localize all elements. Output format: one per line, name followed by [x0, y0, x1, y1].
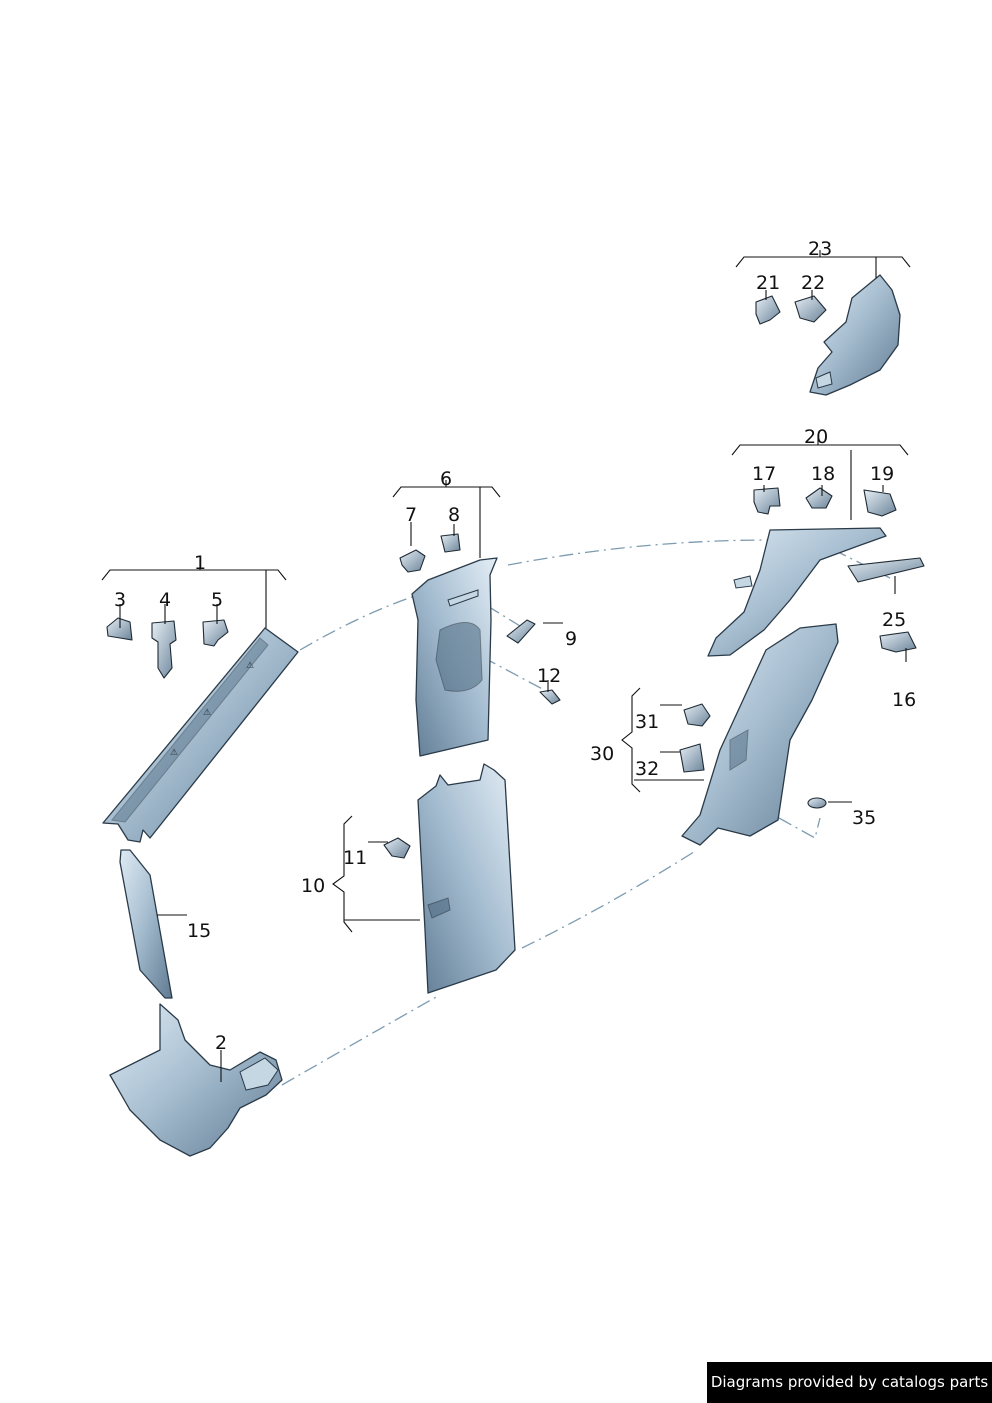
clip-part-7 — [399, 549, 426, 573]
label-2: 2 — [215, 1032, 227, 1054]
svg-text:⚠: ⚠ — [170, 748, 178, 758]
label-22: 22 — [801, 272, 825, 294]
a-pillar-trim-part-1: ⚠ ⚠ ⚠ — [102, 627, 299, 843]
clip-part-17 — [753, 487, 781, 515]
label-3: 3 — [114, 589, 126, 611]
clip-part-35 — [807, 797, 827, 809]
label-6: 6 — [440, 468, 452, 490]
label-9: 9 — [565, 628, 577, 650]
b-pillar-lower-part-10 — [417, 763, 516, 994]
label-30: 30 — [590, 743, 614, 765]
clip-part-19 — [863, 489, 897, 517]
screw-part-12 — [539, 689, 561, 705]
label-1: 1 — [194, 552, 206, 574]
label-19: 19 — [870, 463, 894, 485]
assembly-lines — [281, 537, 891, 1086]
label-4: 4 — [159, 589, 171, 611]
label-25: 25 — [882, 609, 906, 631]
label-7: 7 — [405, 504, 417, 526]
clip-part-3 — [106, 617, 133, 641]
d-pillar-part-23 — [809, 274, 901, 396]
clip-part-31 — [683, 703, 711, 727]
clip-part-5 — [202, 619, 229, 647]
label-5: 5 — [211, 589, 223, 611]
label-8: 8 — [448, 504, 460, 526]
clip-part-4 — [151, 620, 177, 679]
label-23: 23 — [808, 238, 832, 260]
label-10: 10 — [301, 875, 325, 897]
label-21: 21 — [756, 272, 780, 294]
label-20: 20 — [804, 426, 828, 448]
leader-lines — [101, 250, 911, 1082]
clip-part-8 — [440, 533, 461, 553]
label-17: 17 — [752, 463, 776, 485]
clip-part-21 — [755, 295, 781, 325]
label-12: 12 — [537, 665, 561, 687]
clip-part-18 — [805, 487, 833, 509]
footer-credit: Diagrams provided by catalogs parts — [707, 1362, 992, 1403]
clip-part-22 — [794, 295, 827, 323]
kick-panel-part-2 — [109, 1003, 283, 1157]
c-pillar-upper-part-20 — [707, 527, 925, 657]
c-pillar-lower-part-30 — [681, 623, 839, 846]
label-31: 31 — [635, 711, 659, 733]
label-32: 32 — [635, 758, 659, 780]
label-11: 11 — [343, 847, 367, 869]
svg-text:⚠: ⚠ — [203, 708, 211, 718]
b-pillar-upper-part-6 — [411, 557, 498, 757]
clip-part-32 — [679, 743, 705, 773]
clip-part-25-16 — [879, 631, 917, 653]
sill-strip-part-15 — [119, 849, 173, 999]
clip-part-11 — [383, 837, 411, 859]
label-15: 15 — [187, 920, 211, 942]
label-35: 35 — [852, 807, 876, 829]
svg-text:⚠: ⚠ — [246, 661, 254, 671]
label-16: 16 — [892, 689, 916, 711]
strip-part-9 — [506, 619, 536, 644]
part-number-labels: 1 2 3 4 5 6 7 8 9 10 11 12 15 16 17 18 1… — [114, 238, 916, 1054]
label-18: 18 — [811, 463, 835, 485]
